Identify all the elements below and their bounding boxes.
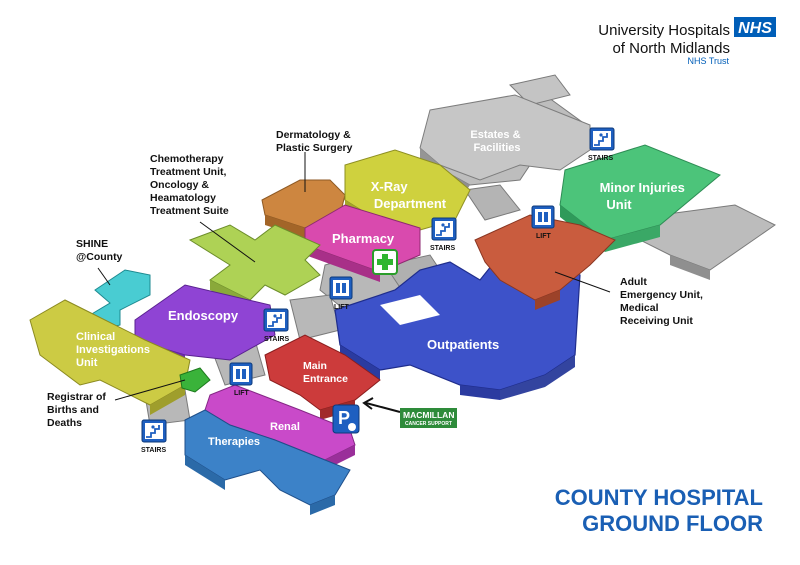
nhs-badge-text: NHS (738, 20, 772, 37)
svg-text:CANCER SUPPORT: CANCER SUPPORT (405, 421, 452, 427)
nhs-trust-text: NHS Trust (687, 56, 729, 66)
stairs-icon[interactable]: STAIRS (141, 419, 167, 454)
nhs-badge (734, 17, 776, 37)
lift-icon[interactable]: LIFT (329, 276, 353, 311)
endoscopy-label: Endoscopy (168, 308, 239, 323)
svg-text:MACMILLAN: MACMILLAN (403, 410, 454, 420)
chemotherapy-label: Chemotherapy Treatment Unit, Oncology & … (150, 153, 229, 217)
title-line1: COUNTY HOSPITAL (555, 485, 763, 510)
stairs-icon[interactable]: STAIRS (263, 308, 289, 343)
therapies-block[interactable] (184, 409, 351, 515)
map-title: COUNTY HOSPITAL GROUND FLOOR (555, 485, 763, 536)
logo-line1: University Hospitals (598, 22, 730, 39)
dermatology-block[interactable] (261, 179, 346, 238)
parking-icon[interactable]: P (332, 404, 360, 434)
svg-text:LIFT: LIFT (234, 390, 249, 397)
leader-lines (97, 152, 611, 401)
stairs-icon[interactable]: STAIRS (430, 217, 457, 252)
main-entrance-label: Main Entrance (303, 360, 348, 385)
pharmacy-cross-icon (372, 249, 398, 275)
svg-text:LIFT: LIFT (536, 233, 551, 240)
renal-label: Renal (270, 421, 300, 433)
svg-text:STAIRS: STAIRS (430, 245, 455, 252)
lift-icon[interactable]: LIFT (229, 362, 253, 397)
outpatients-label: Outpatients (427, 337, 499, 352)
svg-text:LIFT: LIFT (334, 304, 349, 311)
stairs-icon[interactable]: STAIRS (588, 127, 615, 162)
svg-text:STAIRS: STAIRS (588, 155, 613, 162)
nhs-logo: University Hospitals of North Midlands N… (598, 17, 776, 66)
title-line2: GROUND FLOOR (582, 511, 763, 536)
xray-label: X-Ray Department (371, 179, 447, 211)
emergency-block[interactable] (474, 214, 616, 310)
adult-emergency-label: Adult Emergency Unit, Medical Receiving … (620, 276, 706, 327)
svg-text:STAIRS: STAIRS (264, 336, 289, 343)
logo-line2: of North Midlands (612, 40, 730, 57)
lift-icon[interactable]: LIFT (531, 205, 555, 240)
clinical-label: Clinical Investigations Unit (76, 331, 153, 369)
dermatology-label: Dermatology & Plastic Surgery (276, 129, 354, 154)
shine-label: SHINE @County (76, 238, 123, 263)
svg-text:P: P (338, 408, 350, 428)
macmillan-logo: MACMILLAN CANCER SUPPORT (400, 408, 457, 428)
registrar-block[interactable] (179, 367, 211, 393)
minor-injuries-label: Minor Injuries Unit (600, 180, 689, 212)
registrar-label: Registrar of Births and Deaths (47, 391, 109, 429)
pharmacy-label: Pharmacy (332, 231, 395, 246)
therapies-label: Therapies (208, 436, 260, 448)
arrow-icon (362, 397, 401, 413)
estates-label: Estates & Facilities (470, 129, 523, 154)
svg-text:STAIRS: STAIRS (141, 447, 166, 454)
